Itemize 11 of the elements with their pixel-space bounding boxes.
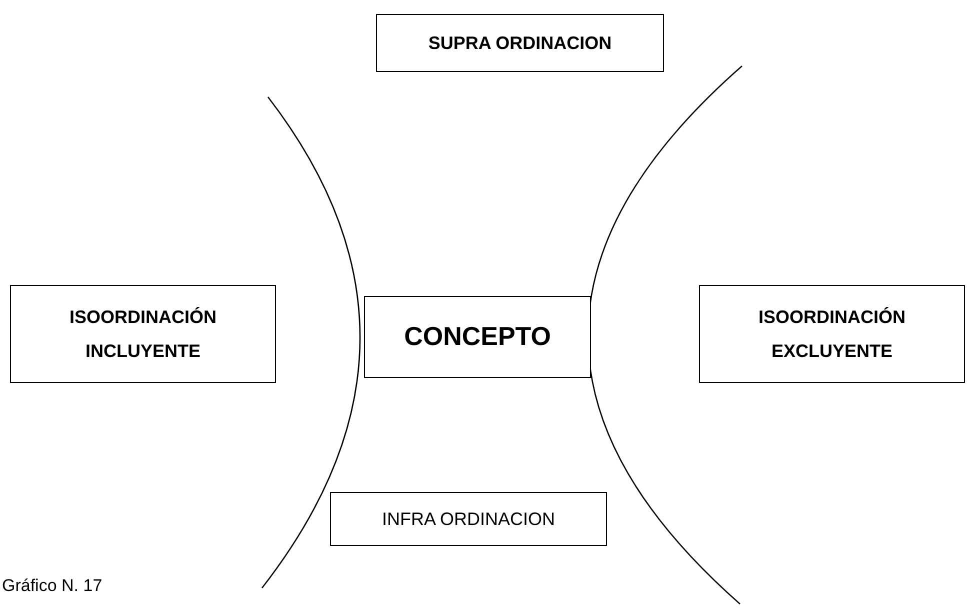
concept-box bbox=[10, 285, 276, 383]
caption: Gráfico N. 17 bbox=[2, 576, 102, 596]
box-label: CONCEPTO bbox=[404, 320, 551, 354]
box-label: INFRA ORDINACION bbox=[382, 508, 555, 531]
concept-box bbox=[364, 296, 591, 378]
box-label: SUPRA ORDINACION bbox=[428, 32, 612, 55]
box-label: ISOORDINACIÓN EXCLUYENTE bbox=[757, 306, 906, 363]
concept-box bbox=[330, 492, 607, 546]
concept-box bbox=[376, 14, 664, 72]
box-label: ISOORDINACIÓN INCLUYENTE bbox=[68, 306, 218, 363]
concept-box bbox=[699, 285, 965, 383]
